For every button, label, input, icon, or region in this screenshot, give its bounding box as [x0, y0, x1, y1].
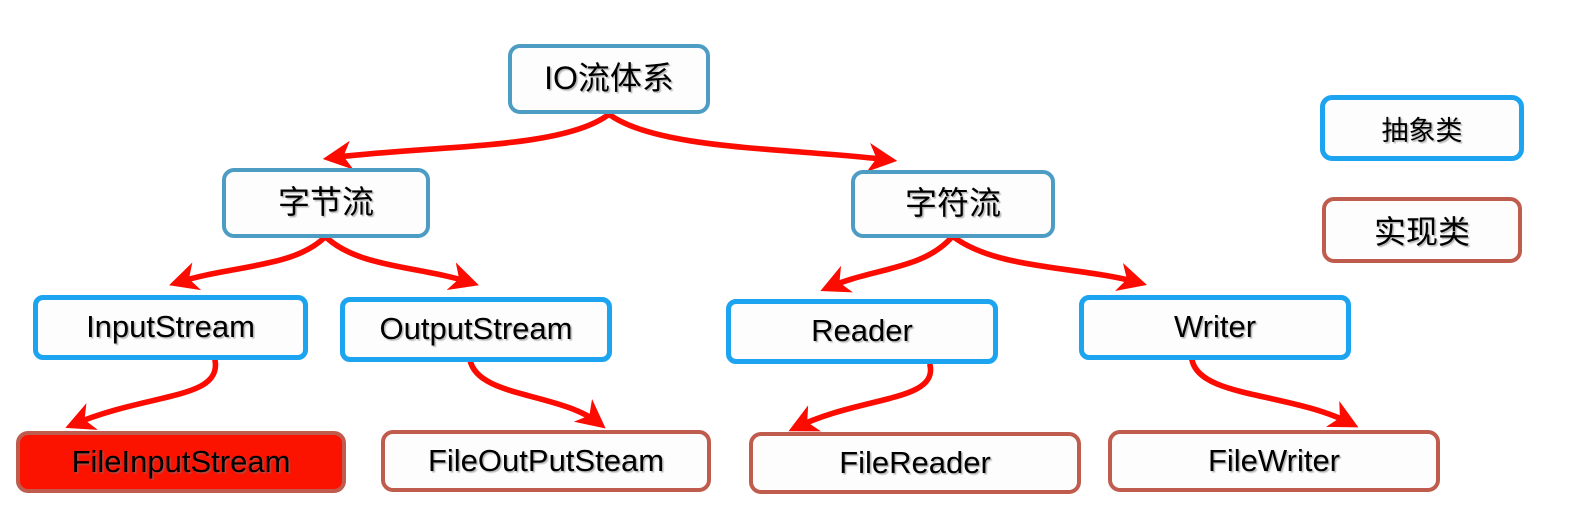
node-output-stream-label: OutputStream — [379, 311, 573, 347]
edge-root-to-char-stream — [607, 112, 898, 172]
legend-item-impl[interactable]: 实现类 — [1322, 197, 1522, 263]
legend-item-abstract-label: 抽象类 — [1381, 115, 1463, 146]
node-byte-stream[interactable]: 字节流 — [222, 168, 430, 238]
legend-item-impl-label: 实现类 — [1373, 214, 1470, 250]
node-file-reader-label: FileReader — [839, 444, 991, 480]
node-writer[interactable]: Writer — [1079, 295, 1351, 360]
node-file-output-stream-label: FileOutPutSteam — [427, 442, 665, 478]
edge-writer-to-file-writer — [1189, 357, 1359, 428]
node-file-input-stream[interactable]: FileInputStream — [16, 431, 346, 493]
edge-char-stream-to-writer — [952, 235, 1148, 292]
node-writer-label: Writer — [1173, 309, 1257, 345]
edge-byte-stream-to-output-stream — [324, 235, 479, 291]
edge-root-to-byte-stream — [322, 112, 611, 170]
edge-output-stream-to-file-output-stream — [467, 357, 606, 429]
node-byte-stream-label: 字节流 — [277, 184, 374, 221]
node-reader[interactable]: Reader — [726, 299, 998, 364]
edge-char-stream-to-reader — [820, 235, 954, 293]
edge-reader-to-file-reader — [788, 362, 934, 432]
node-file-reader[interactable]: FileReader — [749, 432, 1081, 494]
node-input-stream[interactable]: InputStream — [33, 295, 308, 360]
legend-item-abstract[interactable]: 抽象类 — [1320, 95, 1524, 161]
node-file-input-stream-label: FileInputStream — [71, 443, 291, 479]
node-file-writer[interactable]: FileWriter — [1108, 430, 1440, 492]
node-char-stream[interactable]: 字符流 — [851, 170, 1055, 238]
node-file-writer-label: FileWriter — [1207, 442, 1341, 478]
node-input-stream-label: InputStream — [86, 309, 255, 345]
node-reader-label: Reader — [811, 313, 913, 349]
edge-input-stream-to-file-input-stream — [65, 357, 219, 430]
edge-byte-stream-to-input-stream — [169, 235, 327, 291]
node-output-stream[interactable]: OutputStream — [340, 297, 612, 362]
node-char-stream-label: 字符流 — [904, 185, 1001, 222]
node-root[interactable]: IO流体系 — [508, 44, 710, 114]
node-file-output-stream[interactable]: FileOutPutSteam — [381, 430, 711, 492]
node-root-label: IO流体系 — [544, 60, 674, 97]
